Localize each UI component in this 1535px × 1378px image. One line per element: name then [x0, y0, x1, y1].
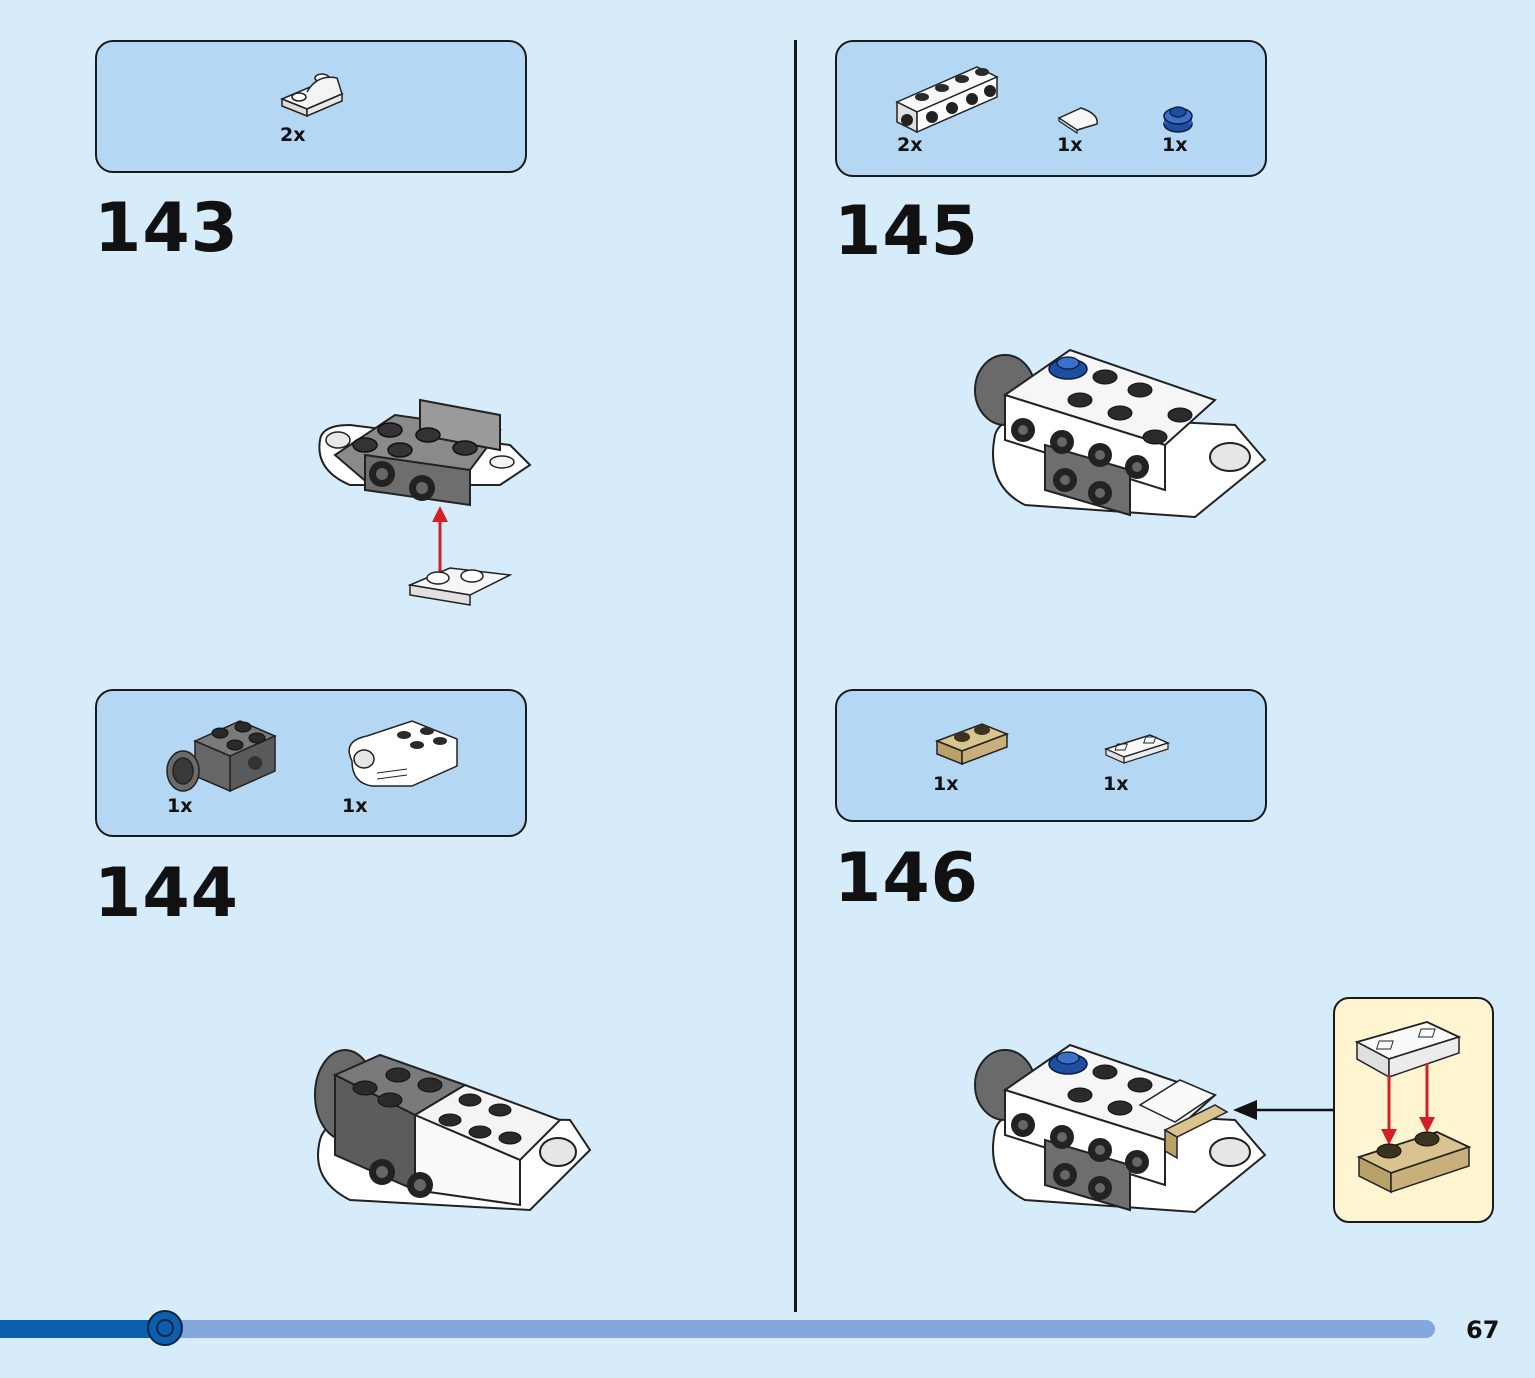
step-143-assembly-illustration: [318, 398, 532, 606]
part-quantity: 1x: [1057, 134, 1083, 156]
sub-assembly-callout: [1333, 997, 1494, 1223]
step-number: 145: [834, 192, 979, 271]
pin-connector-white-icon: [348, 720, 458, 787]
part-quantity: 2x: [897, 134, 923, 156]
step-144-parts-box: 1x 1x: [95, 689, 527, 837]
tile-with-slot-white-icon: [1103, 734, 1171, 764]
progress-track: [0, 1320, 1435, 1338]
step-145-parts-box: 2x 1x 1x: [835, 40, 1267, 177]
step-144-assembly-illustration: [314, 1049, 592, 1212]
step-145-assembly-illustration: [974, 348, 1267, 519]
page-number: 67: [1466, 1316, 1500, 1344]
step-number: 144: [94, 854, 239, 933]
round-plate-blue-icon: [1163, 106, 1193, 133]
quarter-round-tile-white-icon: [1057, 107, 1098, 134]
curved-slope-plate-white-icon: [280, 73, 344, 118]
page-divider: [794, 40, 797, 1312]
part-quantity: 1x: [933, 773, 959, 795]
technic-brick-pin-hole-dark-gray-icon: [166, 720, 277, 793]
step-146-assembly-illustration: [974, 1043, 1333, 1214]
technic-brick-1x4-white-icon: [895, 66, 999, 134]
sub-assembly-illustration: [1354, 1021, 1472, 1194]
step-number: 143: [94, 189, 239, 268]
part-quantity: 2x: [280, 124, 306, 146]
progress-indicator-icon: [147, 1310, 184, 1346]
step-146-parts-box: 1x 1x: [835, 689, 1267, 822]
progress-fill: [0, 1320, 166, 1338]
part-quantity: 1x: [167, 795, 193, 817]
part-quantity: 1x: [1103, 773, 1129, 795]
step-143-parts-box: 2x: [95, 40, 527, 173]
part-quantity: 1x: [1162, 134, 1188, 156]
part-quantity: 1x: [342, 795, 368, 817]
jumper-plate-tan-icon: [934, 723, 1010, 766]
step-number: 146: [834, 839, 979, 918]
